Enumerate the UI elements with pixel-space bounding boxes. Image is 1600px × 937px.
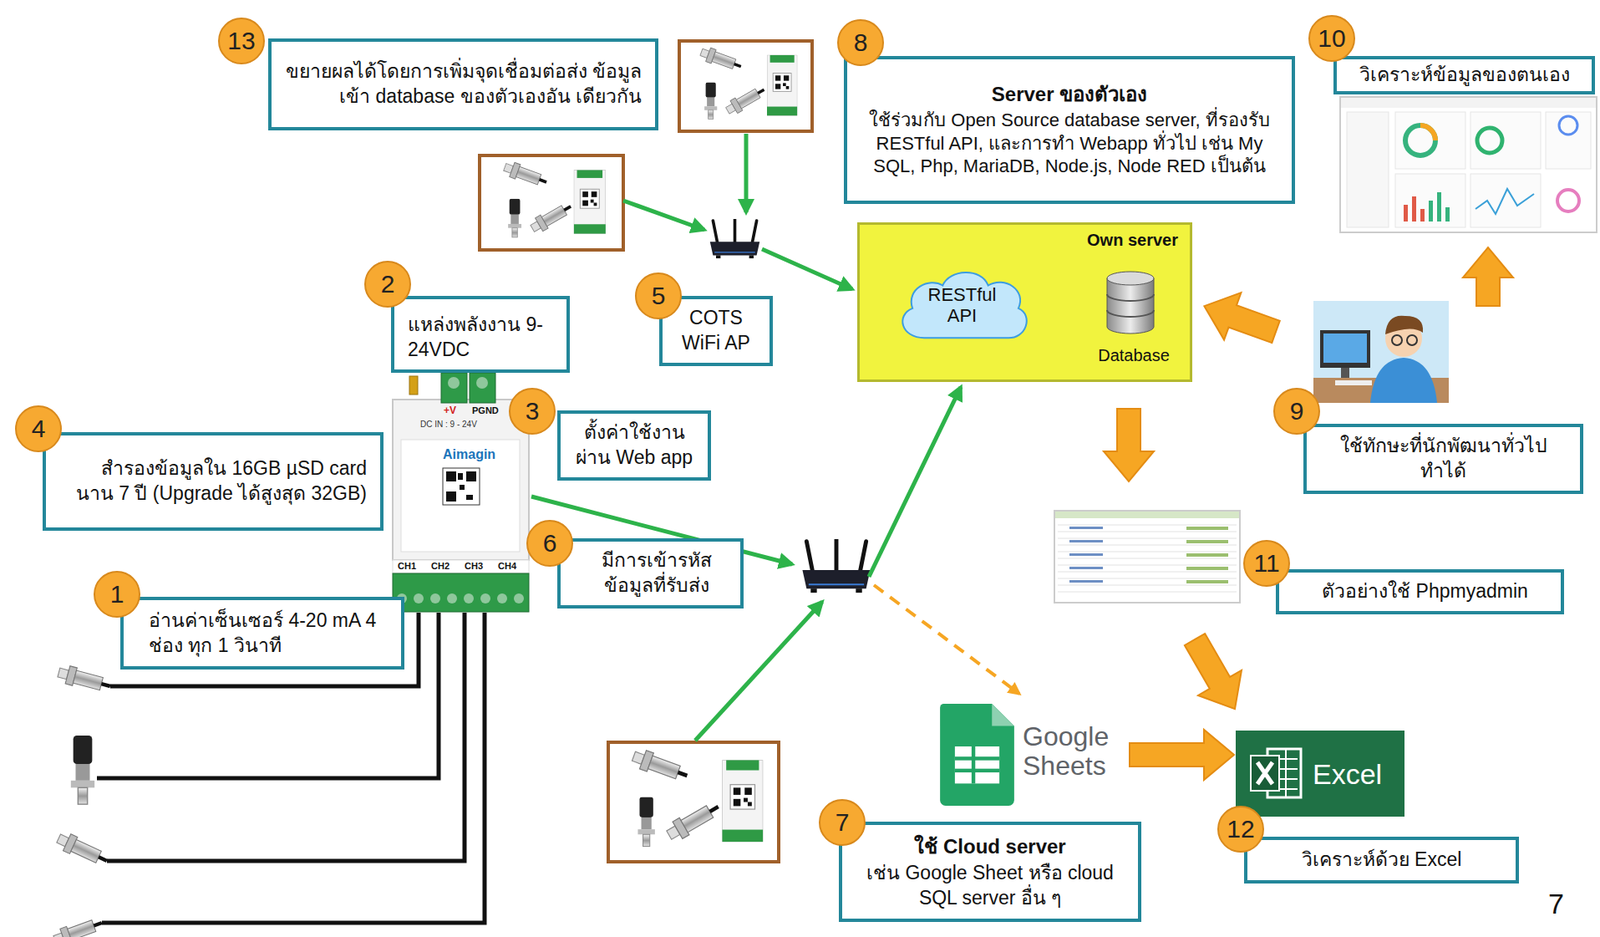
sheets-icon (937, 703, 1017, 806)
node-text: Database (1092, 345, 1175, 366)
callout-number: 3 (508, 387, 556, 435)
callout-box: สำรองข้อมูลใน 16GB µSD card นาน 7 ปี (Up… (42, 431, 384, 531)
sheets-logo: Google Sheets (935, 701, 1128, 808)
callout-number: 2 (364, 260, 412, 308)
callout-text: เช่น Google Sheet หรือ cloud SQL server … (855, 860, 1125, 911)
cloud-flow-arrow (873, 584, 1020, 694)
wifi-router (710, 218, 871, 593)
callout-box: ขยายผลได้โดยการเพิ่มจุดเชื่อมต่อส่ง ข้อม… (268, 38, 659, 131)
callout-text: ใช้ทักษะที่นักพัฒนาทั่วไป ทำได้ (1320, 433, 1567, 484)
callout-number: 8 (837, 19, 884, 67)
callout-box: อ่านค่าเซ็นเซอร์ 4-20 mA 4 ช่อง ทุก 1 วิ… (120, 596, 405, 670)
callout-text: วิเคราะห์ข้อมูลของตนเอง (1346, 62, 1582, 88)
callout-box: มีการเข้ารหัส ข้อมูลที่รับส่ง (557, 538, 744, 609)
callout-text: อ่านค่าเซ็นเซอร์ 4-20 mA 4 ช่อง ทุก 1 วิ… (148, 608, 390, 659)
callout-number: 1 (93, 570, 141, 618)
phpmyadmin-screenshot (1054, 510, 1240, 603)
channel-label: CH3 (464, 561, 483, 571)
callout-number: 7 (818, 798, 866, 846)
database-shape (1103, 269, 1158, 337)
developer-illustration (1313, 300, 1449, 403)
node-text: Google Sheets (1022, 721, 1125, 781)
callout-box: วิเคราะห์ด้วย Excel (1244, 836, 1519, 884)
terminal-label: +V (443, 405, 457, 416)
channel-label: CH4 (497, 561, 517, 571)
callout-number: 5 (634, 272, 682, 320)
callout-box: Server ของตัวเองใช้ร่วมกับ Open Source d… (843, 55, 1296, 204)
callout-number: 10 (1308, 15, 1356, 62)
callout-number: 13 (218, 17, 265, 65)
callout-box: วิเคราะห์ข้อมูลของตนเอง (1333, 55, 1595, 95)
dashboard-screenshot (1340, 96, 1597, 233)
callout-text: ตัวอย่างใช้ Phpmyadmin (1300, 579, 1550, 605)
sensor (51, 663, 113, 937)
server-group: Own serverRESTful API Database (857, 222, 1193, 382)
heading-text: ใช้ Cloud server (855, 833, 1125, 859)
callout-text: ตั้งค่าใช้งาน ผ่าน Web app (573, 420, 695, 471)
excel-logo: Excel (1235, 730, 1405, 817)
block-arrow (1129, 729, 1235, 780)
database-icon: Database (1092, 268, 1175, 369)
api-cloud: RESTful API (890, 262, 1034, 345)
brand-label: Aimagin (442, 447, 496, 462)
node-text: RESTful API (919, 284, 1005, 327)
channel-label: CH2 (431, 561, 450, 571)
callout-text: สำรองข้อมูลใน 16GB µSD card นาน 7 ปี (Up… (59, 456, 367, 507)
terminal-label: PGND (472, 406, 499, 416)
channel-label: CH1 (397, 561, 417, 571)
device-label: DC IN : 9 - 24V (420, 420, 478, 429)
callout-text: ขยายผลได้โดยการเพิ่มจุดเชื่อมต่อส่ง ข้อม… (284, 59, 642, 110)
callout-text: ใช้ร่วมกับ Open Source database server, … (860, 108, 1279, 178)
callout-number: 6 (526, 519, 574, 567)
heading-text: Server ของตัวเอง (860, 81, 1279, 107)
callout-number: 9 (1273, 387, 1321, 435)
excel-icon (1249, 743, 1303, 803)
node-text: Excel (1312, 756, 1382, 790)
callout-box: ตัวอย่างใช้ Phpmyadmin (1275, 568, 1565, 615)
group-heading: Own server (1086, 229, 1179, 250)
callout-text: COTS WiFi AP (675, 305, 757, 356)
callout-box: ใช้ทักษะที่นักพัฒนาทั่วไป ทำได้ (1303, 423, 1584, 494)
callout-box: แหล่งพลังงาน 9-24VDC (391, 295, 570, 373)
callout-box: ตั้งค่าใช้งาน ผ่าน Web app (557, 410, 712, 481)
callout-number: 11 (1243, 539, 1291, 587)
callout-number: 4 (15, 405, 62, 453)
callout-text: วิเคราะห์ด้วย Excel (1260, 847, 1503, 873)
callout-number: 12 (1217, 805, 1265, 853)
callout-text: แหล่งพลังงาน 9-24VDC (407, 312, 554, 363)
callout-box: ใช้ Cloud serverเช่น Google Sheet หรือ c… (838, 821, 1142, 922)
page-number: 7 (1548, 888, 1565, 918)
callout-text: มีการเข้ารหัส ข้อมูลที่รับส่ง (582, 548, 731, 599)
